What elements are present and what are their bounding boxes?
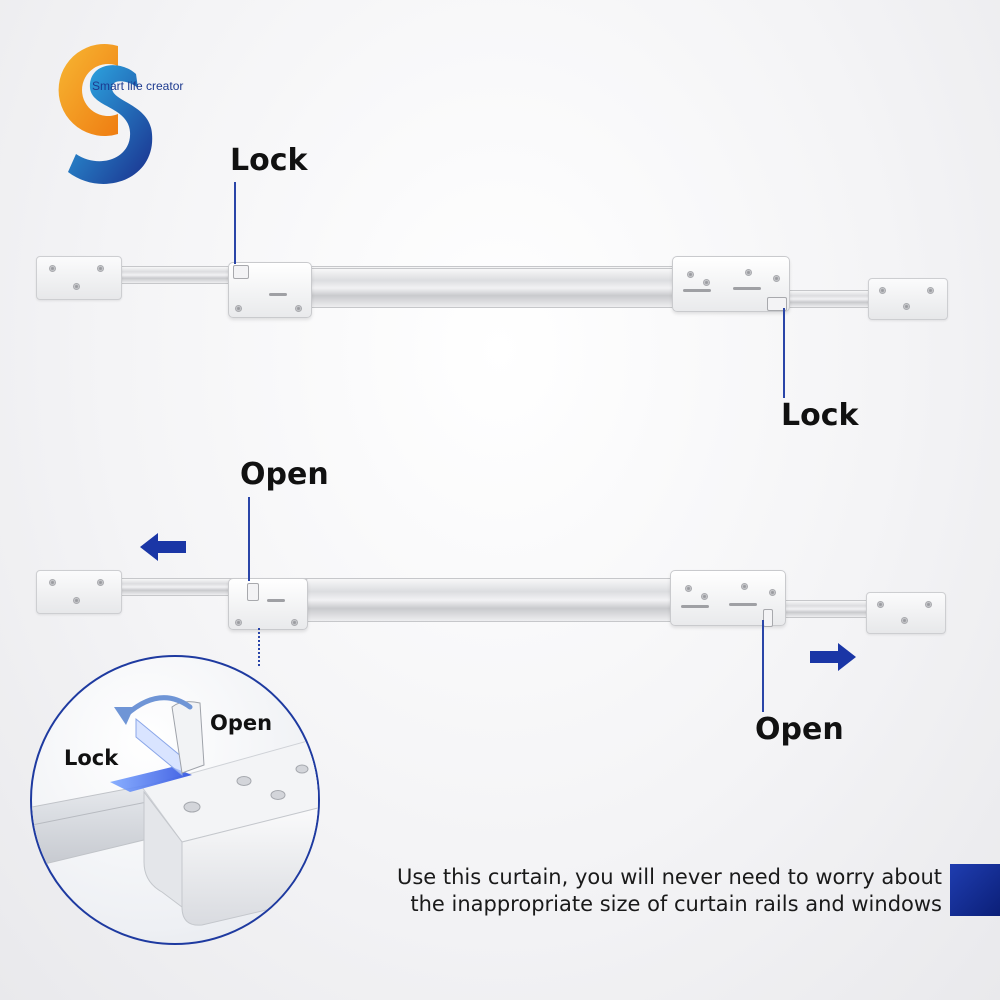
top-end-bracket-right xyxy=(868,278,948,320)
top-left-lock-leader xyxy=(234,182,236,264)
bottom-right-open-latch[interactable] xyxy=(763,609,773,627)
inset-lock-label: Lock xyxy=(64,746,119,770)
latch-detail-illustration xyxy=(32,695,318,926)
arrow-left-icon xyxy=(140,533,186,561)
bottom-left-open-label: Open xyxy=(240,457,329,492)
bottom-right-open-label: Open xyxy=(755,712,844,747)
top-left-lock-latch[interactable] xyxy=(233,265,249,279)
bottom-end-bracket-right xyxy=(866,592,946,634)
inset-open-label: Open xyxy=(210,711,273,735)
top-left-lock-label: Lock xyxy=(230,143,308,178)
top-right-lock-latch[interactable] xyxy=(767,297,787,311)
top-right-lock-label: Lock xyxy=(781,398,859,433)
top-curtain-rail xyxy=(36,250,952,320)
brand-tagline: Smart life creator xyxy=(92,79,184,93)
accent-block xyxy=(950,864,1000,916)
bottom-right-open-leader xyxy=(762,620,764,712)
caption-line-2: the inappropriate size of curtain rails … xyxy=(410,892,942,916)
product-caption: Use this curtain, you will never need to… xyxy=(397,864,942,918)
arrow-right-icon xyxy=(810,643,856,671)
top-right-lock-leader xyxy=(783,308,785,398)
latch-detail-inset: Open Lock xyxy=(30,655,320,945)
bottom-slider-block-left xyxy=(228,578,308,630)
top-slider-block-right xyxy=(672,256,790,312)
top-end-bracket-left xyxy=(36,256,122,300)
top-rail-track-main xyxy=(306,268,686,308)
bottom-rail-track-main xyxy=(306,578,686,622)
inset-connector xyxy=(258,628,260,666)
brand-logo xyxy=(58,44,153,184)
bottom-curtain-rail xyxy=(36,566,952,636)
bottom-slider-block-right xyxy=(670,570,786,627)
bottom-left-open-latch[interactable] xyxy=(247,583,259,601)
bottom-left-open-leader xyxy=(248,497,250,581)
bottom-end-bracket-left xyxy=(36,570,122,614)
caption-line-1: Use this curtain, you will never need to… xyxy=(396,865,942,889)
top-slider-block-left xyxy=(228,262,312,318)
